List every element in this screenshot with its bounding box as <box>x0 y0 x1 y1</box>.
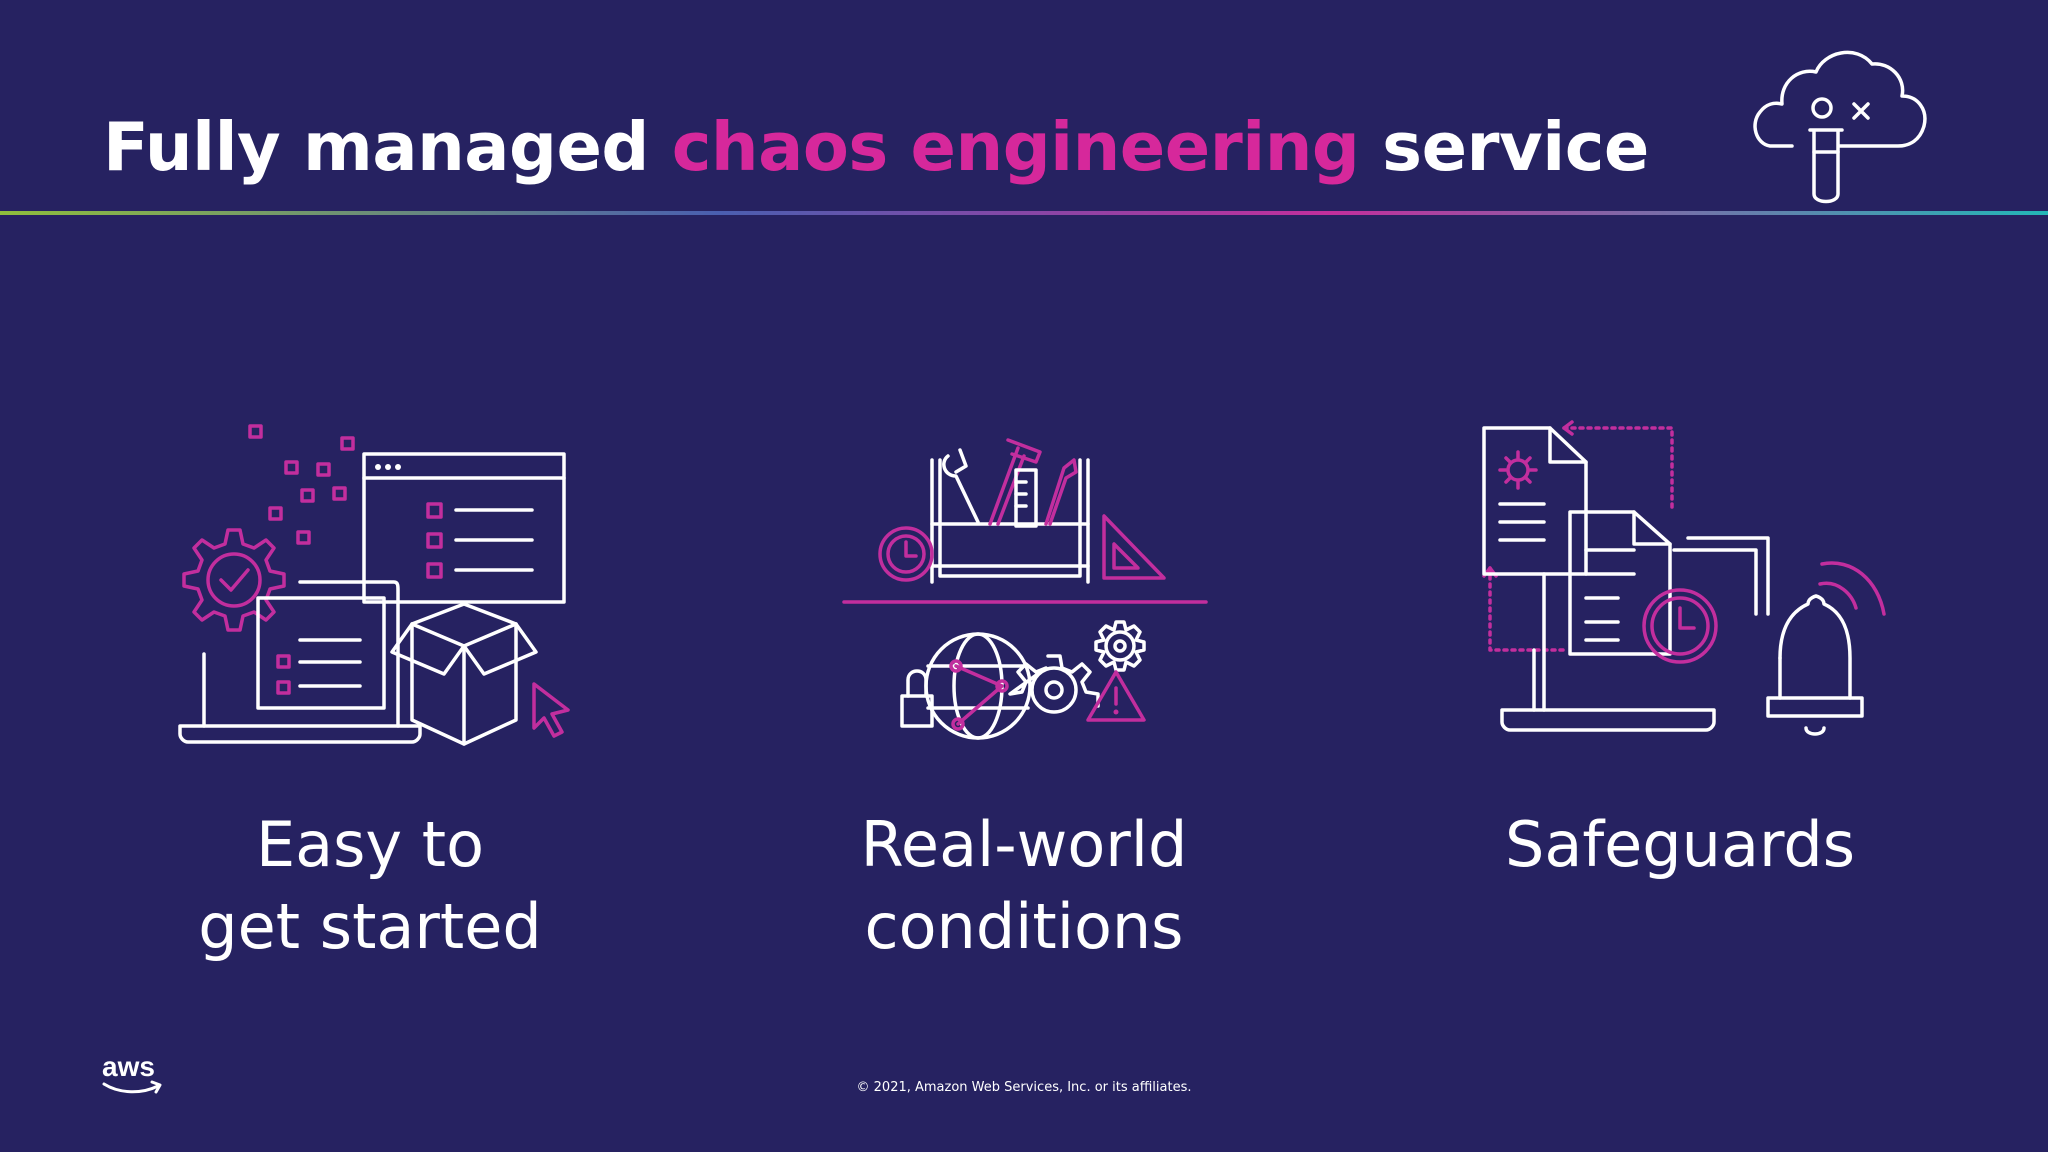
title-accent: chaos engineering <box>671 108 1360 186</box>
cloud-test-tube-icon <box>1753 50 1927 204</box>
caption-line-1: Safeguards <box>1504 808 1856 881</box>
feature-caption-safeguards: Safeguards <box>1400 804 1960 886</box>
easy-start-illustration <box>178 424 570 746</box>
slide-title: Fully managed chaos engineering service <box>103 108 1649 186</box>
aws-logo-text: aws <box>102 1051 155 1082</box>
caption-line-1: Real-world <box>860 808 1188 881</box>
caption-line-2: get started <box>198 890 542 963</box>
real-world-illustration <box>842 438 1208 740</box>
title-divider <box>0 211 2048 215</box>
caption-line-2: conditions <box>864 890 1184 963</box>
copyright-text: © 2021, Amazon Web Services, Inc. or its… <box>856 1080 1192 1095</box>
title-part-3: service <box>1359 108 1649 186</box>
aws-logo: aws <box>102 1051 162 1094</box>
feature-caption-easy: Easy to get started <box>90 804 650 968</box>
feature-caption-real-world: Real-world conditions <box>744 804 1304 968</box>
caption-line-1: Easy to <box>255 808 485 881</box>
safeguards-illustration <box>1482 420 1886 736</box>
title-part-1: Fully managed <box>103 108 672 186</box>
